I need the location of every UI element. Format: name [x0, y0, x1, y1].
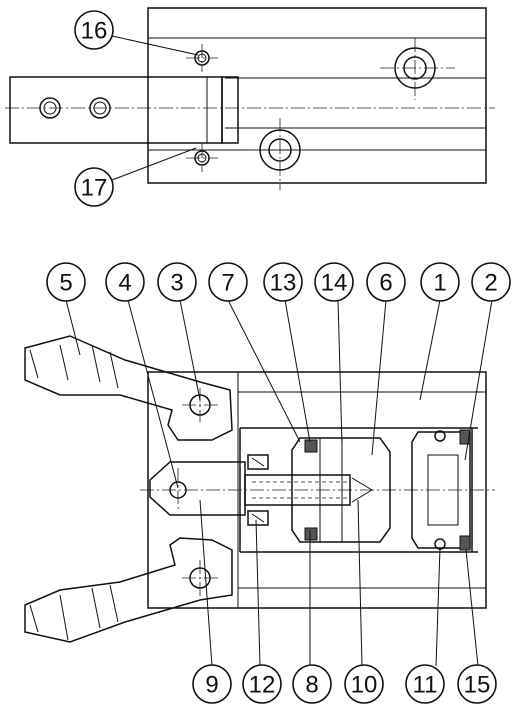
- callout-5: 5: [46, 262, 86, 302]
- rod-seal-lower-hatch: [251, 513, 265, 523]
- jaw-lever-hub: [221, 76, 239, 144]
- callout-8: 8: [292, 664, 332, 704]
- leader-6: [371, 299, 387, 456]
- leader-15: [465, 549, 479, 667]
- leader-9: [199, 499, 213, 667]
- end-cap-seal-upper: [459, 429, 471, 445]
- piston-seal-upper: [304, 439, 318, 453]
- jaw-lower-break-lines: [29, 584, 119, 641]
- callout-12-label: 12: [249, 672, 276, 699]
- callout-7: 7: [208, 262, 248, 302]
- rod-seal-upper-hatch: [251, 457, 265, 467]
- callout-15: 15: [457, 664, 497, 704]
- leader-2: [464, 299, 493, 461]
- leader-13: [284, 299, 311, 443]
- top-view: 16 17: [5, 7, 495, 207]
- callout-13-label: 13: [270, 270, 297, 297]
- jaw-lever-top-view: [9, 76, 223, 144]
- callout-4-label: 4: [118, 270, 131, 297]
- callout-8-label: 8: [305, 672, 318, 699]
- callout-5-label: 5: [59, 270, 72, 297]
- leader-7: [227, 299, 301, 443]
- callout-10-label: 10: [351, 672, 378, 699]
- callout-7-label: 7: [221, 270, 234, 297]
- callout-17: 17: [74, 167, 114, 207]
- jaw-lower: [24, 537, 233, 643]
- rod-seal-lower: [247, 510, 269, 526]
- callout-16: 16: [74, 10, 114, 50]
- callout-11: 11: [405, 664, 445, 704]
- callout-1: 1: [420, 262, 460, 302]
- oring-upper: [434, 430, 446, 442]
- callout-3-label: 3: [170, 270, 183, 297]
- callout-14-label: 14: [321, 270, 348, 297]
- leader-12: [255, 519, 261, 667]
- leader-16: [111, 35, 199, 56]
- callout-10: 10: [344, 664, 384, 704]
- callout-6: 6: [366, 262, 406, 302]
- callout-9: 9: [192, 664, 232, 704]
- callout-16-label: 16: [81, 18, 108, 45]
- leader-14: [337, 299, 343, 446]
- callout-13: 13: [263, 262, 303, 302]
- callout-17-label: 17: [81, 175, 108, 202]
- callout-14: 14: [314, 262, 354, 302]
- leader-5: [65, 299, 81, 356]
- leader-10: [357, 499, 363, 667]
- section-view: 5 4 3 7 13 14 6 1 2 9 12 8 10 11 15: [24, 262, 511, 704]
- callout-3: 3: [157, 262, 197, 302]
- callout-2-label: 2: [484, 270, 497, 297]
- piston: [291, 437, 391, 543]
- callout-12: 12: [242, 664, 282, 704]
- callout-4: 4: [105, 262, 145, 302]
- leader-4: [127, 299, 179, 489]
- callout-1-label: 1: [433, 270, 446, 297]
- callout-15-label: 15: [464, 672, 491, 699]
- callout-2: 2: [471, 262, 511, 302]
- jaw-upper: [24, 335, 233, 441]
- piston-seal-lower: [304, 527, 318, 541]
- leader-17: [111, 147, 197, 181]
- end-cap-seal-lower: [459, 535, 471, 551]
- callout-11-label: 11: [413, 672, 438, 699]
- jaw-upper-break-lines: [29, 344, 119, 389]
- leader-3: [179, 299, 201, 401]
- leader-11: [435, 547, 441, 667]
- wedge-hook: [149, 461, 246, 516]
- leader-1: [419, 299, 441, 401]
- body-outline-top-view: [147, 7, 487, 184]
- callout-9-label: 9: [205, 672, 218, 699]
- callout-6-label: 6: [379, 270, 392, 297]
- rod-seal-upper: [247, 454, 269, 470]
